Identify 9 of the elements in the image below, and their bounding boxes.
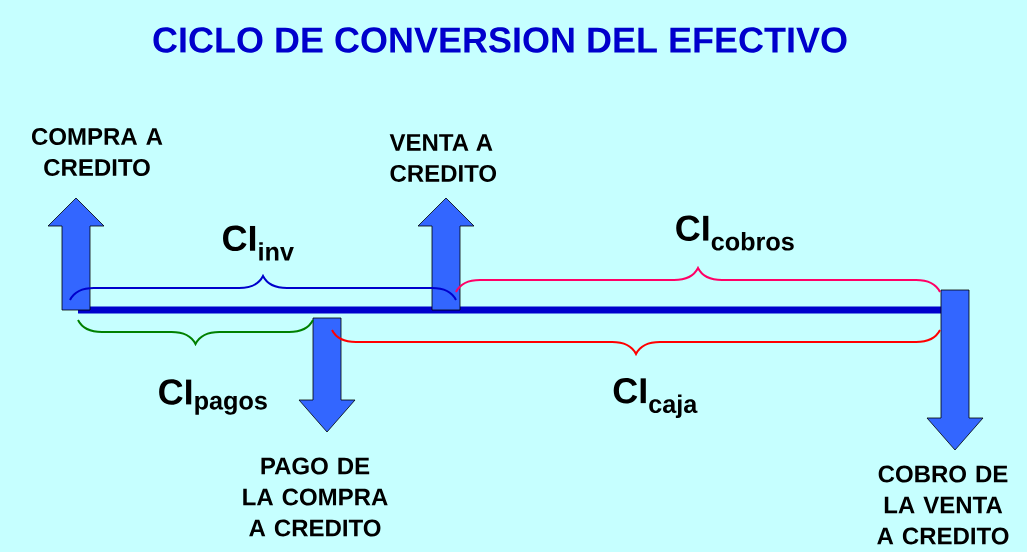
event-label: VENTA A CREDITO (389, 134, 497, 182)
event-label: CI$_{caja}$ (613, 378, 698, 419)
event-label: COBRO DE LA VENTA A CREDITO (877, 465, 1009, 545)
event-label: COMPRA A CREDITO (32, 128, 163, 176)
event-label: CI$_{cobros}$ (676, 215, 794, 251)
event-label: CI$_{pagos}$ (159, 379, 267, 415)
event-label: CI$_{inv}$ (223, 225, 294, 261)
event-label: PAGO DE LA COMPRA A CREDITO (243, 457, 388, 537)
title: CICLO DE CONVERSION DEL EFECTIVO (153, 27, 847, 53)
